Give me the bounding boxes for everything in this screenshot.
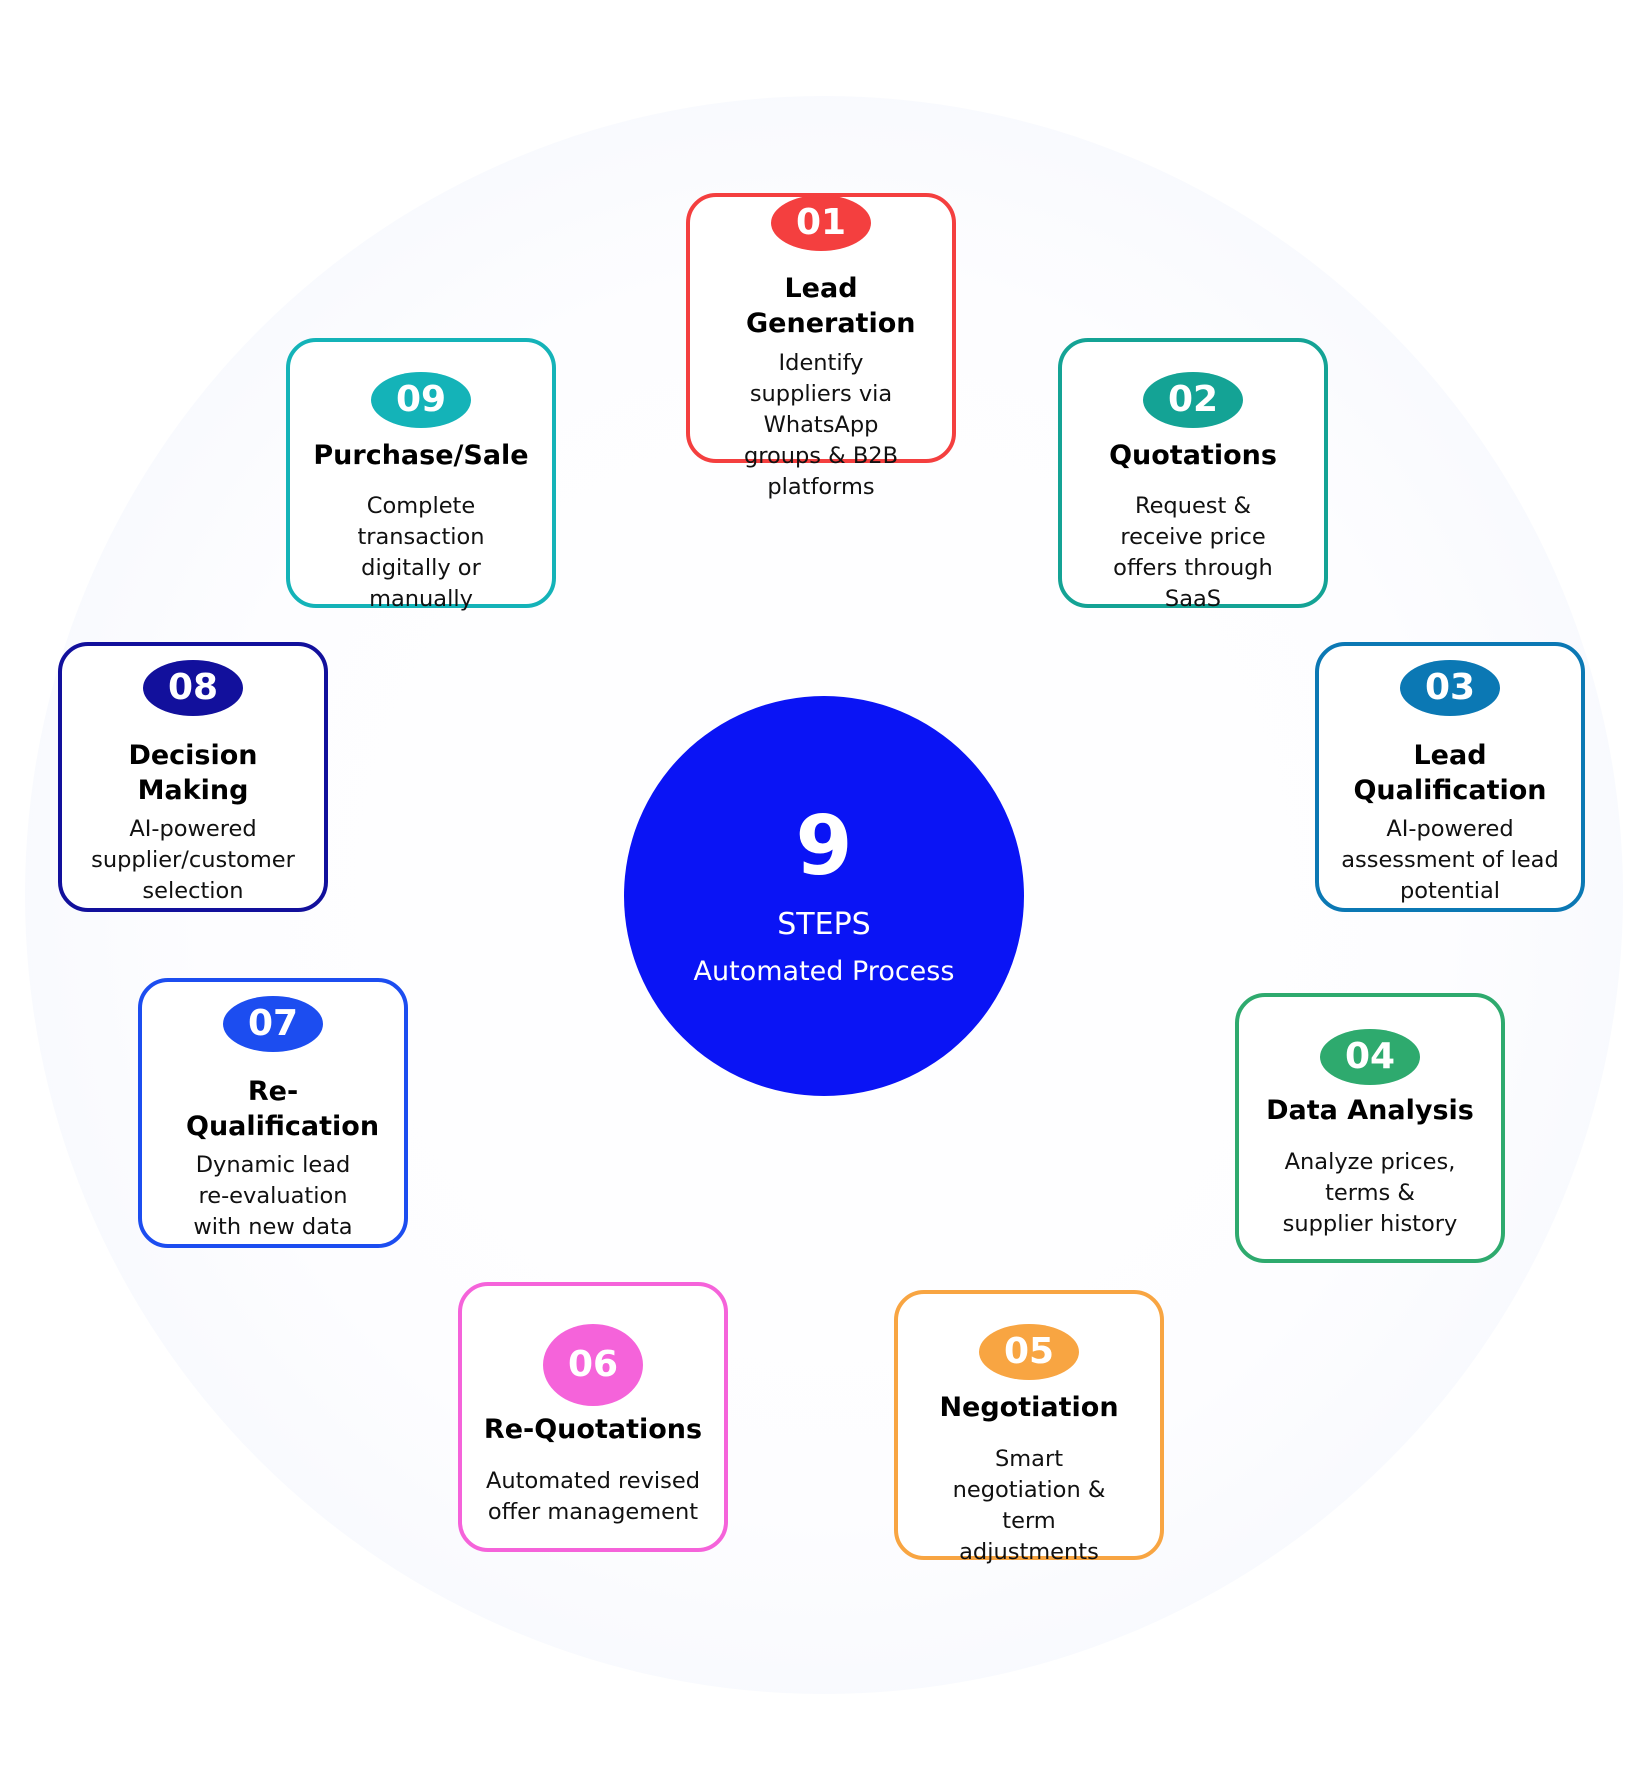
step-description: Identify suppliers via WhatsApp groups &… bbox=[743, 350, 899, 500]
step-number-badge: 07 bbox=[223, 996, 323, 1052]
step-title: Quotations bbox=[1109, 440, 1277, 471]
step-number-badge: 06 bbox=[543, 1324, 643, 1406]
step-card-03: 03 Lead Qualification AI-powered assessm… bbox=[1315, 642, 1585, 912]
step-number-badge: 01 bbox=[771, 195, 871, 251]
step-description: Analyze prices, terms & supplier history bbox=[1282, 1149, 1458, 1237]
step-title: Lead Generation bbox=[746, 273, 916, 339]
step-number-badge: 02 bbox=[1143, 372, 1243, 428]
step-number-badge: 08 bbox=[143, 660, 243, 716]
step-title: Decision Making bbox=[128, 740, 258, 806]
center-subtitle: Automated Process bbox=[693, 956, 955, 987]
step-number-badge: 04 bbox=[1320, 1029, 1420, 1085]
step-description: Request & receive price offers through S… bbox=[1113, 493, 1273, 612]
step-title: Re-Quotations bbox=[483, 1414, 703, 1445]
step-card-08: 08 Decision Making AI-powered supplier/c… bbox=[58, 642, 328, 912]
step-title: Re-Qualification bbox=[186, 1076, 380, 1142]
step-card-09: 09 Purchase/Sale Complete transaction di… bbox=[286, 338, 556, 612]
step-title: Negotiation bbox=[939, 1392, 1119, 1423]
step-card-06: 06 Re-Quotations Automated revised offer… bbox=[458, 1282, 728, 1552]
step-number-badge: 05 bbox=[979, 1324, 1079, 1380]
step-card-05: 05 Negotiation Smart negotiation & term … bbox=[894, 1290, 1164, 1565]
step-card-02: 02 Quotations Request & receive price of… bbox=[1058, 338, 1328, 612]
step-card-04: 04 Data Analysis Analyze prices, terms &… bbox=[1235, 993, 1505, 1263]
step-card-01: 01 Lead Generation Identify suppliers vi… bbox=[686, 193, 956, 500]
step-title: Lead Qualification bbox=[1353, 740, 1547, 806]
center-label: STEPS bbox=[777, 907, 871, 942]
center-number: 9 bbox=[795, 799, 853, 894]
step-description: Dynamic lead re-evaluation with new data bbox=[193, 1152, 353, 1240]
step-description: Automated revised offer management bbox=[485, 1468, 701, 1525]
step-description: Smart negotiation & term adjustments bbox=[952, 1446, 1106, 1565]
step-description: Complete transaction digitally or manual… bbox=[357, 493, 485, 612]
center-hub: 9 STEPS Automated Process bbox=[624, 696, 1024, 1096]
step-number-badge: 03 bbox=[1400, 660, 1500, 716]
step-description: AI-powered assessment of lead potential bbox=[1341, 816, 1559, 904]
step-title: Data Analysis bbox=[1266, 1095, 1474, 1126]
step-number-badge: 09 bbox=[371, 372, 471, 428]
step-title: Purchase/Sale bbox=[313, 440, 529, 471]
step-description: AI-powered supplier/customer selection bbox=[91, 816, 295, 904]
step-card-07: 07 Re-Qualification Dynamic lead re-eval… bbox=[138, 978, 408, 1248]
